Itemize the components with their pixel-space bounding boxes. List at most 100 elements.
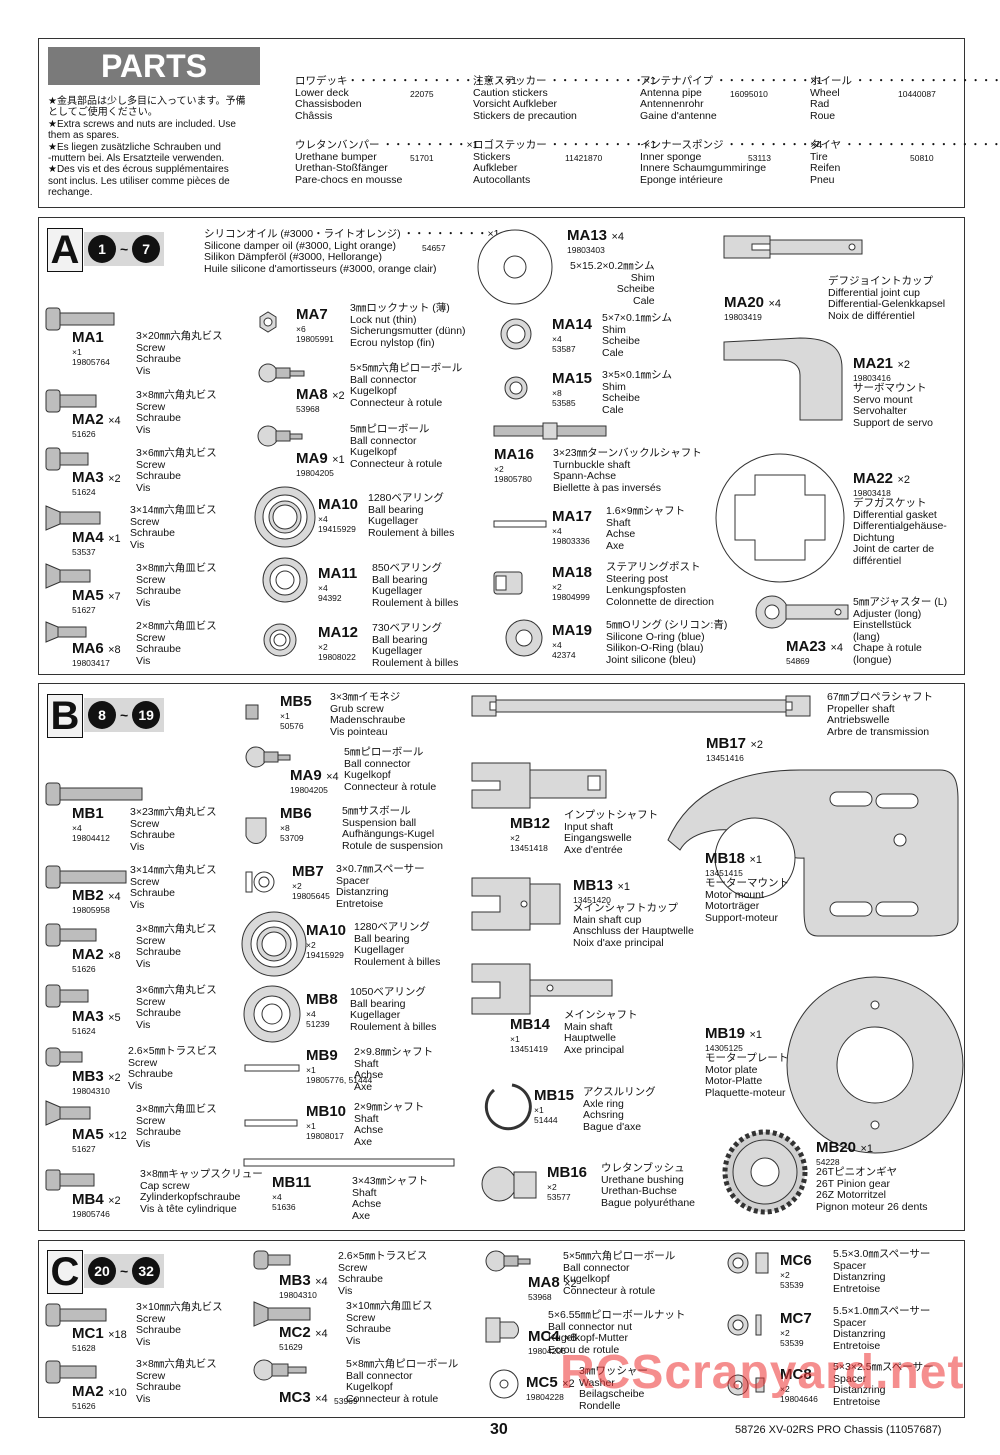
desc-mb1: 3×23㎜六角丸ビス Screw Schraube Vis bbox=[130, 806, 217, 853]
desc-mb8: 1050ベアリング Ball bearing Kugellager Roulem… bbox=[350, 986, 437, 1033]
step-end-c: 32 bbox=[132, 1257, 161, 1285]
parts-title: PARTS bbox=[48, 47, 260, 85]
desc-mc4: 5×6.55㎜ピローボールナット Ball connector nut Kuge… bbox=[548, 1309, 686, 1356]
silicone-oil-code: 54657 bbox=[422, 243, 446, 253]
desc-ma8-c: 5×5㎜六角ピローボール Ball connector Kugelkopf Co… bbox=[563, 1250, 676, 1297]
section-c-letter: C bbox=[47, 1250, 83, 1294]
desc-ma4: 3×14㎜六角皿ビス Screw Schraube Vis bbox=[130, 504, 217, 551]
desc-mc7: 5.5×1.0㎜スペーサー Spacer Distanzring Entreto… bbox=[833, 1305, 931, 1352]
desc-ma18: ステアリングポスト Steering post Lenkungspfosten … bbox=[606, 561, 714, 608]
desc-ma14: 5×7×0.1㎜シム Shim Scheibe Cale bbox=[602, 312, 673, 359]
desc-mb11: 3×43㎜シャフト Shaft Achse Axe bbox=[352, 1175, 429, 1222]
desc-ma5-b: 3×8㎜六角皿ビス Screw Schraube Vis bbox=[136, 1103, 217, 1150]
desc-ma1: 3×20㎜六角丸ビス Screw Schraube Vis bbox=[136, 330, 223, 377]
desc-mb6: 5㎜サスボール Suspension ball Aufhängungs-Kuge… bbox=[342, 805, 443, 852]
desc-ma9: 5㎜ピローボール Ball connector Kugelkopf Connec… bbox=[350, 423, 443, 470]
page-number: 30 bbox=[490, 1421, 508, 1438]
desc-ma21: サーボマウント Servo mount Servohalter Support … bbox=[853, 382, 933, 429]
desc-ma8: 5×5㎜六角ピローボール Ball connector Kugelkopf Co… bbox=[350, 362, 463, 409]
section-b-box bbox=[38, 683, 965, 1231]
code-lower-deck: 22075 bbox=[410, 89, 434, 99]
desc-ma11: 850ベアリング Ball bearing Kugellager Rouleme… bbox=[372, 562, 459, 609]
silicone-oil-text: シリコンオイル (#3000・ライトオレンジ) ・・・・・・・・×1 Silic… bbox=[204, 228, 500, 275]
section-b-steps: 8 ~ 19 bbox=[84, 698, 165, 732]
code-urethane-bumper: 51701 bbox=[410, 153, 434, 163]
desc-mb18: モーターマウント Motor mount Motorträger Support… bbox=[705, 877, 789, 924]
step-start-b: 8 bbox=[88, 701, 116, 729]
desc-ma12: 730ベアリング Ball bearing Kugellager Rouleme… bbox=[372, 622, 459, 669]
item-wheel: ホイール ・・・・・・・・・・・・・・・×4 Wheel Rad Roue bbox=[810, 75, 1000, 122]
code-tire: 50810 bbox=[910, 153, 934, 163]
desc-ma16: 3×23㎜ターンバックルシャフト Turnbuckle shaft Spann-… bbox=[553, 447, 702, 494]
section-b-letter: B bbox=[47, 694, 83, 738]
desc-mb4: 3×8㎜キャップスクリュー Cap screw Zylinderkopfschr… bbox=[140, 1168, 263, 1215]
desc-ma6: 2×8㎜六角皿ビス Screw Schraube Vis bbox=[136, 620, 217, 667]
desc-ma7: 3㎜ロックナット (薄) Lock nut (thin) Sicherungsm… bbox=[350, 302, 466, 349]
code-antenna-pipe: 16095010 bbox=[730, 89, 768, 99]
item-antenna-pipe: アンテナパイプ ・・・・・・・・・×1 Antenna pipe Antenne… bbox=[640, 75, 823, 122]
desc-mb14: メインシャフト Main shaft Hauptwelle Axe princi… bbox=[564, 1009, 638, 1056]
spare-notes: ★金具部品は少し多目に入っています。予備 としてご使用ください。 ★Extra … bbox=[48, 96, 246, 199]
section-c-steps: 20 ~ 32 bbox=[84, 1254, 165, 1288]
watermark-text: RCScrapyard.net bbox=[560, 1346, 965, 1399]
step-start-a: 1 bbox=[88, 235, 116, 263]
code-mc3: 53969 bbox=[334, 1396, 358, 1406]
desc-mc3: 5×8㎜六角ピローボール Ball connector Kugelkopf Co… bbox=[346, 1358, 459, 1405]
desc-mb3-c: 2.6×5㎜トラスビス Screw Schraube Vis bbox=[338, 1250, 428, 1297]
desc-mb16: ウレタンブッシュ Urethane bushing Urethan-Buchse… bbox=[601, 1162, 695, 1209]
parts-header-box bbox=[38, 38, 965, 208]
item-lower-deck: ロワデッキ・・・・・・・・・・・・・・・×1 Lower deck Chassi… bbox=[295, 75, 517, 122]
desc-mb3: 2.6×5㎜トラスビス Screw Schraube Vis bbox=[128, 1045, 218, 1092]
desc-ma20: デフジョイントカップ Differential joint cup Differ… bbox=[828, 275, 946, 322]
desc-mc6: 5.5×3.0㎜スペーサー Spacer Distanzring Entreto… bbox=[833, 1248, 931, 1295]
tilde-b: ~ bbox=[120, 707, 129, 723]
desc-ma2-c: 3×8㎜六角丸ビス Screw Schraube Vis bbox=[136, 1358, 217, 1405]
desc-ma22: デフガスケット Differential gasket Differential… bbox=[853, 497, 947, 567]
desc-ma15: 3×5×0.1㎜シム Shim Scheibe Cale bbox=[602, 369, 673, 416]
tilde-c: ~ bbox=[120, 1263, 129, 1279]
item-urethane-bumper: ウレタンバンパー ・・・・・・・・×1 Urethane bumper Uret… bbox=[295, 139, 479, 186]
desc-ma2: 3×8㎜六角丸ビス Screw Schraube Vis bbox=[136, 389, 217, 436]
label-mc3: MC3 ×4 bbox=[279, 1389, 328, 1406]
desc-mc5: 3㎜ワッシャー Washer Beilagscheibe Rondelle bbox=[579, 1365, 648, 1412]
item-inner-sponge: インナースポンジ ・・・・・・・・×4 Inner sponge Innere … bbox=[640, 139, 823, 186]
item-logo-stickers: ロゴステッカー ・・・・・・・・・×1 Stickers Aufkleber A… bbox=[473, 139, 657, 186]
code-logo-stickers: 11421870 bbox=[565, 153, 603, 163]
